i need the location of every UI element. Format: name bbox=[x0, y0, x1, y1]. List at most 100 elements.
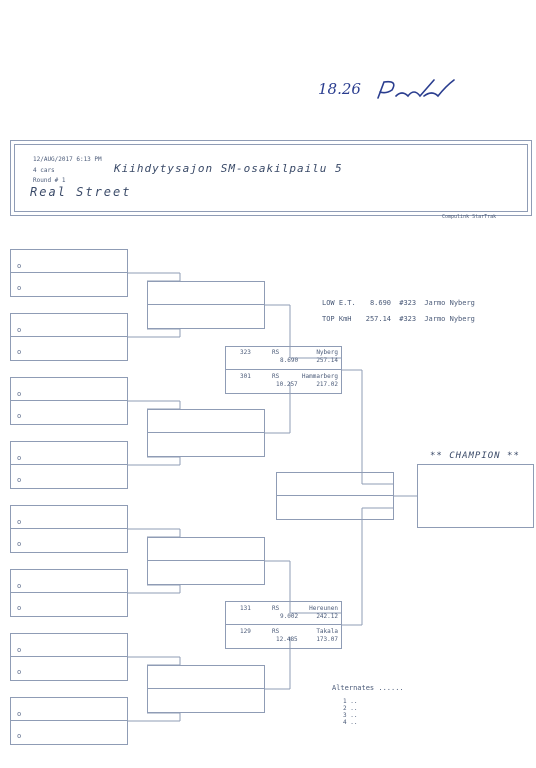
round1-lane-2: o bbox=[11, 273, 127, 296]
round2-lane-1 bbox=[148, 666, 264, 689]
round1-lane-2: o bbox=[11, 401, 127, 424]
trap-speed: 257.14 bbox=[316, 357, 338, 364]
round1-lane-2: o bbox=[11, 721, 127, 744]
round1-lane-2: o bbox=[11, 337, 127, 360]
car-number: 129 bbox=[240, 628, 251, 635]
slot-marker: o bbox=[17, 582, 22, 590]
top-speed-label: TOP KmH bbox=[322, 315, 352, 323]
round1-lane-1: o bbox=[11, 570, 127, 593]
slot-marker: o bbox=[17, 518, 22, 526]
alternates-list: 1 .. 2 .. 3 .. 4 .. bbox=[343, 698, 357, 726]
round1-lane-1: o bbox=[11, 634, 127, 657]
low-et-driver: Jarmo Nyberg bbox=[424, 299, 475, 307]
header-cars: 4 cars bbox=[33, 167, 55, 174]
round2-match bbox=[147, 665, 265, 713]
slot-marker: o bbox=[17, 262, 22, 270]
top-speed-value: 257.14 bbox=[365, 315, 392, 323]
elapsed-time: 10.257 bbox=[276, 381, 298, 388]
low-et-value: 8.690 bbox=[369, 299, 392, 307]
top-speed-driver: Jarmo Nyberg bbox=[424, 315, 475, 323]
final-match bbox=[276, 472, 394, 520]
vendor-label: Compulink StarTrak bbox=[442, 214, 497, 220]
round1-lane-2: o bbox=[11, 529, 127, 552]
round1-lane-1: o bbox=[11, 314, 127, 337]
trap-speed: 173.07 bbox=[316, 636, 338, 643]
round2-match bbox=[147, 409, 265, 457]
handwritten-number: 18.26 bbox=[318, 80, 361, 98]
round1-lane-1: o bbox=[11, 698, 127, 721]
slot-marker: o bbox=[17, 390, 22, 398]
header-round: Round # 1 bbox=[33, 177, 66, 184]
semifinal-top: 323 RS Nyberg 8.690 257.14 301 RS Hammar… bbox=[225, 346, 342, 394]
slot-marker: o bbox=[17, 284, 22, 292]
top-speed-record: TOP KmH 257.14 #323 Jarmo Nyberg bbox=[322, 315, 475, 323]
round1-lane-2: o bbox=[11, 657, 127, 680]
round1-lane-2: o bbox=[11, 465, 127, 488]
champion-box bbox=[417, 464, 534, 528]
round2-match bbox=[147, 537, 265, 585]
alternate-item: 3 .. bbox=[343, 712, 358, 719]
driver-name: Takala bbox=[316, 628, 338, 635]
round2-lane-1 bbox=[148, 538, 264, 561]
low-et-record: LOW E.T. 8.690 #323 Jarmo Nyberg bbox=[322, 299, 475, 307]
final-lane-1 bbox=[277, 473, 393, 496]
alternate-item: 2 .. bbox=[343, 705, 358, 712]
round1-lane-1: o bbox=[11, 378, 127, 401]
car-class: RS bbox=[272, 349, 280, 356]
slot-marker: o bbox=[17, 604, 22, 612]
low-et-car: #323 bbox=[399, 299, 417, 307]
handwritten-signature bbox=[377, 79, 455, 99]
round2-lane-1 bbox=[148, 410, 264, 433]
slot-marker: o bbox=[17, 668, 22, 676]
slot-marker: o bbox=[17, 732, 22, 740]
class-name: Real Street bbox=[30, 185, 132, 199]
slot-marker: o bbox=[17, 710, 22, 718]
slot-marker: o bbox=[17, 326, 22, 334]
trap-speed: 217.02 bbox=[316, 381, 338, 388]
alternates-title: Alternates ...... bbox=[332, 684, 404, 692]
round1-lane-2: o bbox=[11, 593, 127, 616]
header-outer-frame bbox=[10, 140, 532, 216]
elapsed-time: 8.690 bbox=[280, 357, 299, 364]
header-inner-frame bbox=[14, 144, 528, 212]
alternate-item: 1 .. bbox=[343, 698, 358, 705]
header-date-time: 12/AUG/2017 6:13 PM bbox=[33, 156, 102, 163]
low-et-label: LOW E.T. bbox=[322, 299, 356, 307]
slot-marker: o bbox=[17, 476, 22, 484]
semifinal-top-lane-2: 301 RS Hammarberg 10.257 217.02 bbox=[226, 370, 341, 393]
round1-lane-1: o bbox=[11, 506, 127, 529]
semifinal-bottom-lane-1: 131 RS Hereunen 9.002 242.12 bbox=[226, 602, 341, 625]
car-class: RS bbox=[272, 605, 280, 612]
round1-lane-1: o bbox=[11, 250, 127, 273]
driver-name: Nyberg bbox=[316, 349, 338, 356]
driver-name: Hammarberg bbox=[301, 373, 338, 380]
slot-marker: o bbox=[17, 540, 22, 548]
elapsed-time: 9.002 bbox=[280, 613, 299, 620]
slot-marker: o bbox=[17, 454, 22, 462]
semifinal-top-lane-1: 323 RS Nyberg 8.690 257.14 bbox=[226, 347, 341, 370]
round2-lane-1 bbox=[148, 282, 264, 305]
car-class: RS bbox=[272, 628, 280, 635]
alternate-item: 4 .. bbox=[343, 719, 358, 726]
driver-name: Hereunen bbox=[309, 605, 338, 612]
car-number: 323 bbox=[240, 349, 251, 356]
round2-match bbox=[147, 281, 265, 329]
semifinal-bottom-lane-2: 129 RS Takala 12.485 173.07 bbox=[226, 625, 341, 648]
top-speed-car: #323 bbox=[399, 315, 417, 323]
champion-label: ** CHAMPION ** bbox=[430, 451, 520, 461]
slot-marker: o bbox=[17, 412, 22, 420]
trap-speed: 242.12 bbox=[316, 613, 338, 620]
semifinal-bottom: 131 RS Hereunen 9.002 242.12 129 RS Taka… bbox=[225, 601, 342, 649]
car-number: 131 bbox=[240, 605, 251, 612]
car-number: 301 bbox=[240, 373, 251, 380]
car-class: RS bbox=[272, 373, 280, 380]
